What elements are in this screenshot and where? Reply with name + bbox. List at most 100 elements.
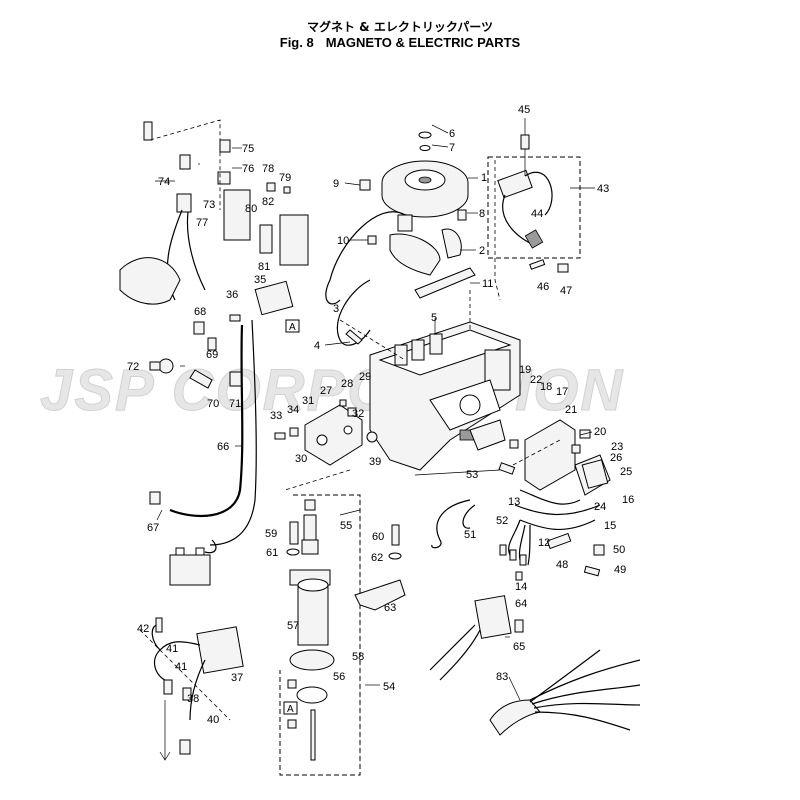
part-number-39: 39 — [369, 456, 381, 468]
part-number-50: 50 — [613, 544, 625, 556]
part-number-38: 38 — [187, 693, 199, 705]
part-number-37: 37 — [231, 672, 243, 684]
part-number-53: 53 — [466, 469, 478, 481]
part-number-1: 1 — [481, 172, 487, 184]
part-number-25: 25 — [620, 466, 632, 478]
part-number-33: 33 — [270, 410, 282, 422]
part-number-11: 11 — [482, 278, 493, 290]
part-number-59: 59 — [265, 528, 277, 540]
part-number-41b: 41 — [175, 661, 187, 673]
battery-cables — [149, 319, 257, 586]
part-number-68: 68 — [194, 306, 206, 318]
part-number-23: 23 — [611, 441, 623, 453]
part-number-65: 65 — [513, 641, 525, 653]
part-number-83: 83 — [496, 671, 508, 683]
part-number-60: 60 — [372, 531, 384, 543]
svg-text:A: A — [289, 322, 296, 333]
cdi-unit — [429, 595, 524, 681]
part-number-6: 6 — [449, 128, 455, 140]
ignition-coil-assembly — [497, 134, 569, 273]
part-number-27: 27 — [320, 385, 332, 397]
part-number-14: 14 — [515, 581, 527, 593]
part-number-63: 63 — [384, 602, 396, 614]
part-number-20: 20 — [594, 426, 606, 438]
part-number-7: 7 — [449, 142, 455, 154]
part-number-74: 74 — [158, 176, 170, 188]
part-number-41a: 41 — [166, 643, 178, 655]
part-number-70: 70 — [207, 398, 219, 410]
part-number-32: 32 — [352, 408, 364, 420]
part-number-31: 31 — [302, 395, 314, 407]
part-number-80: 80 — [245, 203, 257, 215]
part-number-76: 76 — [242, 163, 254, 175]
reference-marker-a-starter: A — [283, 701, 298, 715]
starter-relay-and-fuses — [139, 617, 244, 761]
figure-title: MAGNETO & ELECTRIC PARTS — [325, 35, 521, 50]
rectifier-bracket — [498, 419, 611, 577]
reference-marker-a-top: A — [285, 319, 300, 333]
part-number-8: 8 — [479, 208, 485, 220]
part-number-36: 36 — [226, 289, 238, 301]
part-number-81: 81 — [258, 261, 270, 273]
part-number-61: 61 — [266, 547, 278, 559]
part-number-78: 78 — [262, 163, 274, 175]
part-number-18: 18 — [540, 381, 552, 393]
svg-text:A: A — [287, 704, 294, 715]
part-number-82: 82 — [262, 196, 274, 208]
part-number-21: 21 — [565, 404, 577, 416]
part-number-29: 29 — [359, 371, 371, 383]
part-number-72: 72 — [127, 361, 139, 373]
assembly-guide-lines — [149, 119, 581, 491]
part-number-12: 12 — [538, 537, 550, 549]
part-number-9: 9 — [333, 178, 339, 190]
part-number-46: 46 — [537, 281, 549, 293]
part-number-79: 79 — [279, 172, 291, 184]
part-number-51: 51 — [464, 529, 476, 541]
figure-number: Fig. 8 — [279, 35, 314, 50]
electrical-bracket — [274, 399, 378, 466]
part-number-71: 71 — [229, 398, 241, 410]
part-number-49: 49 — [614, 564, 626, 576]
part-number-66: 66 — [217, 441, 229, 453]
wiring-harness — [431, 499, 531, 581]
part-number-22: 22 — [530, 374, 542, 386]
part-number-19: 19 — [519, 364, 531, 376]
part-number-52: 52 — [496, 515, 508, 527]
part-number-58: 58 — [352, 651, 364, 663]
part-number-5: 5 — [431, 312, 437, 324]
part-callouts: 1234567891011121314151617181920212223242… — [127, 104, 634, 726]
callout-leader-lines — [155, 118, 595, 701]
part-number-48: 48 — [556, 559, 568, 571]
part-number-40: 40 — [207, 714, 219, 726]
diagram-title-english: Fig. 8 MAGNETO & ELECTRIC PARTS — [0, 35, 800, 50]
part-number-64: 64 — [515, 598, 527, 610]
part-number-69: 69 — [206, 349, 218, 361]
part-number-15: 15 — [604, 520, 616, 532]
flywheel — [381, 131, 469, 218]
part-number-42: 42 — [137, 623, 149, 635]
part-number-24: 24 — [594, 501, 606, 513]
part-number-57: 57 — [287, 620, 299, 632]
part-number-10: 10 — [337, 235, 349, 247]
part-number-73: 73 — [203, 199, 215, 211]
part-number-16: 16 — [622, 494, 634, 506]
part-number-2: 2 — [479, 245, 485, 257]
stator-and-pulser — [325, 179, 476, 346]
part-number-34: 34 — [287, 404, 299, 416]
main-wiring-harness — [489, 649, 641, 736]
part-number-67: 67 — [147, 522, 159, 534]
part-number-55: 55 — [340, 520, 352, 532]
part-number-77: 77 — [196, 217, 208, 229]
part-number-44: 44 — [531, 208, 543, 220]
regulator-and-relays — [119, 121, 309, 389]
part-number-17: 17 — [556, 386, 568, 398]
part-number-28: 28 — [341, 378, 353, 390]
part-number-75: 75 — [242, 143, 254, 155]
part-number-4: 4 — [314, 340, 320, 352]
part-number-62: 62 — [371, 552, 383, 564]
part-number-13: 13 — [508, 496, 520, 508]
part-number-56: 56 — [333, 671, 345, 683]
starter-motor — [279, 494, 406, 776]
part-number-35: 35 — [254, 274, 266, 286]
